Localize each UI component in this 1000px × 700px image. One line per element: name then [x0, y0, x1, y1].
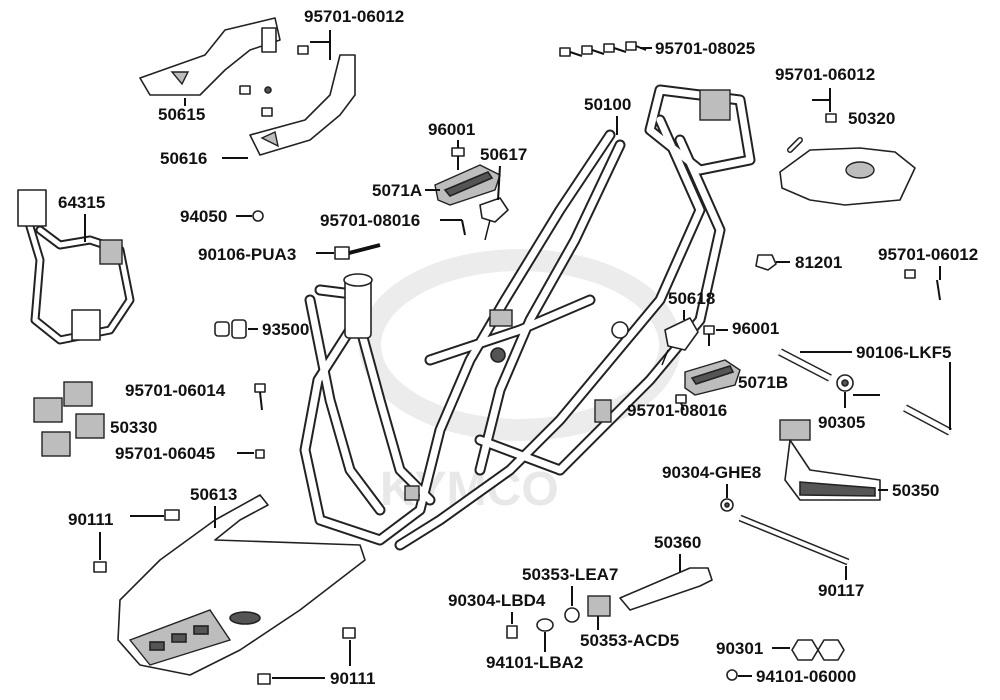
- bracket-50617-drawing: [479, 197, 509, 241]
- label-5071a: 5071A: [372, 181, 422, 200]
- callout-90305: 90305: [818, 392, 880, 432]
- label-50617: 50617: [480, 145, 527, 164]
- label-94101-lba2: 94101-LBA2: [486, 653, 583, 672]
- skid-plate-50613-drawing: [117, 494, 366, 676]
- label-95701-08016-a: 95701-08016: [320, 211, 420, 230]
- bracket-50616-drawing: [249, 54, 356, 156]
- callout-5071b: 5071B: [738, 373, 788, 392]
- callout-50100: 50100: [584, 95, 631, 135]
- callout-95701-08025: 95701-08025: [640, 39, 755, 58]
- callout-95701-06012-b: 95701-06012: [775, 65, 875, 112]
- callout-95701-06014: 95701-06014: [125, 381, 226, 400]
- hardware-drawings: [33, 41, 952, 685]
- label-96001-a: 96001: [428, 120, 475, 139]
- label-90111-a: 90111: [68, 510, 113, 529]
- label-81201: 81201: [795, 253, 842, 272]
- label-90117: 90117: [818, 581, 864, 600]
- label-50353-acd5: 50353-ACD5: [580, 631, 679, 650]
- callout-50613: 50613: [190, 485, 237, 528]
- callout-96001-b: 96001: [716, 319, 779, 338]
- callout-81201: 81201: [776, 253, 842, 272]
- callout-90304-ghe8: 90304-GHE8: [662, 463, 761, 498]
- callout-50353-acd5: 50353-ACD5: [580, 616, 679, 650]
- callout-5071a: 5071A: [372, 181, 440, 200]
- callout-94101-lba2: 94101-LBA2: [486, 632, 583, 672]
- main-frame-drawing: [299, 84, 756, 551]
- callout-50617: 50617: [480, 145, 527, 201]
- callout-90111-a: 90111: [68, 510, 164, 560]
- label-64315: 64315: [58, 193, 105, 212]
- callout-90117: 90117: [818, 566, 864, 600]
- callout-50616: 50616: [160, 149, 248, 168]
- callout-50320: 50320: [848, 109, 895, 128]
- label-90304-lbd4: 90304-LBD4: [448, 591, 546, 610]
- bracket-64315-drawing: [17, 189, 135, 345]
- label-95701-06012-c: 95701-06012: [878, 245, 978, 264]
- bracket-50618-drawing: [661, 317, 699, 366]
- label-95701-06045: 95701-06045: [115, 444, 215, 463]
- label-95701-06012-b: 95701-06012: [775, 65, 875, 84]
- label-50100: 50100: [584, 95, 631, 114]
- bracket-50615-drawing: [139, 17, 281, 96]
- callout-90106-pua3: 90106-PUA3: [198, 245, 334, 264]
- callout-90106-lkf5: 90106-LKF5: [800, 343, 951, 430]
- label-90106-lkf5: 90106-LKF5: [856, 343, 951, 362]
- footrest-5071a-drawing: [434, 164, 501, 206]
- callout-96001-a: 96001: [428, 120, 475, 148]
- callout-94050: 94050: [180, 207, 252, 226]
- label-50350: 50350: [892, 481, 939, 500]
- label-50615: 50615: [158, 105, 205, 124]
- label-90111-b: 90111: [330, 669, 375, 688]
- label-90304-ghe8: 90304-GHE8: [662, 463, 761, 482]
- label-90106-pua3: 90106-PUA3: [198, 245, 296, 264]
- label-50360: 50360: [654, 533, 701, 552]
- label-94101-06000: 94101-06000: [756, 667, 856, 686]
- label-50330: 50330: [110, 418, 157, 437]
- callout-50350: 50350: [878, 481, 939, 500]
- callout-90301: 90301: [716, 639, 790, 658]
- bracket-50320-drawing: [779, 137, 916, 206]
- label-50353-lea7: 50353-LEA7: [522, 565, 618, 584]
- callout-64315: 64315: [58, 193, 105, 242]
- callout-95701-06012-a: 95701-06012: [304, 7, 404, 60]
- callout-93500: 93500: [248, 320, 309, 339]
- label-95701-06014: 95701-06014: [125, 381, 226, 400]
- label-93500: 93500: [262, 320, 309, 339]
- callout-50353-lea7: 50353-LEA7: [522, 565, 618, 606]
- footrest-5071b-drawing: [684, 359, 741, 396]
- callout-50615: 50615: [158, 98, 205, 124]
- callout-90111-b: 90111: [272, 640, 375, 688]
- callout-95701-06045: 95701-06045: [115, 444, 254, 463]
- callout-94101-06000: 94101-06000: [738, 667, 856, 686]
- callout-90304-lbd4: 90304-LBD4: [448, 591, 546, 624]
- label-95701-06012-a: 95701-06012: [304, 7, 404, 26]
- callout-95701-06012-c: 95701-06012: [878, 245, 978, 280]
- label-90301: 90301: [716, 639, 763, 658]
- label-95701-08025: 95701-08025: [655, 39, 755, 58]
- label-96001-b: 96001: [732, 319, 779, 338]
- label-50320: 50320: [848, 109, 895, 128]
- callout-95701-08016-a: 95701-08016: [320, 211, 466, 236]
- label-5071b: 5071B: [738, 373, 788, 392]
- label-94050: 94050: [180, 207, 227, 226]
- label-50613: 50613: [190, 485, 237, 504]
- callout-50618: 50618: [668, 289, 715, 320]
- label-50618: 50618: [668, 289, 715, 308]
- label-95701-08016-b: 95701-08016: [627, 401, 727, 420]
- callout-50360: 50360: [654, 533, 701, 572]
- callout-95701-08016-b: 95701-08016: [627, 401, 727, 420]
- callout-50330: 50330: [110, 418, 157, 437]
- label-50616: 50616: [160, 149, 207, 168]
- label-90305: 90305: [818, 413, 865, 432]
